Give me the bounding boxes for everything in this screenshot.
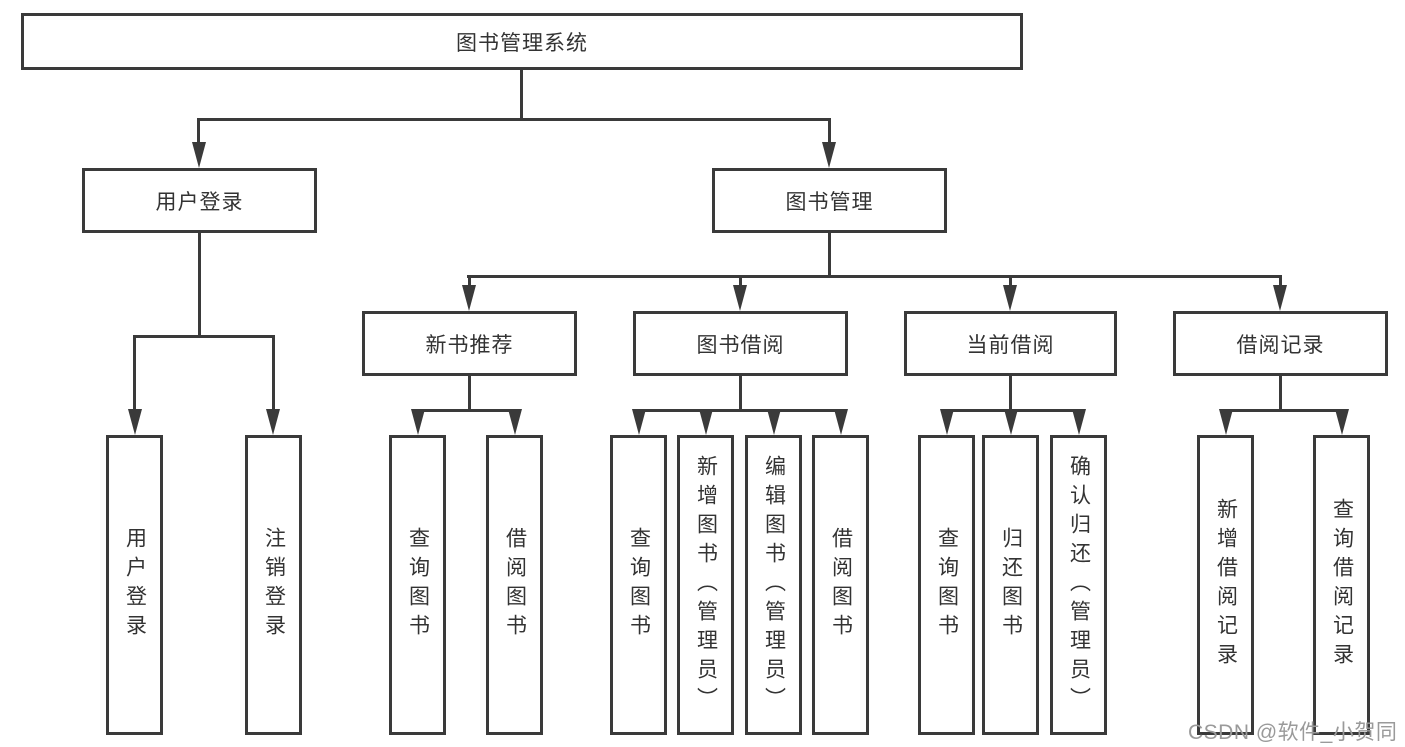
connector-book-management-stem <box>828 233 831 277</box>
leaf-cb-return-books-label: 归还图书 <box>999 527 1023 643</box>
leaf-user-login: 用户登录 <box>106 435 163 735</box>
node-book-borrowing: 图书借阅 <box>633 311 848 376</box>
leaf-cb-return-books: 归还图书 <box>982 435 1039 735</box>
leaf-cb-query-books-label: 查询图书 <box>935 527 959 643</box>
arrow-down-icon <box>411 409 425 435</box>
connector-user-login-bar <box>133 335 275 338</box>
node-book-management-label: 图书管理 <box>785 190 874 214</box>
leaf-cb-confirm-return-admin: 确认归还（管理员） <box>1050 435 1107 735</box>
leaf-nbr-borrow-books: 借阅图书 <box>486 435 543 735</box>
connector-br-stem <box>1279 376 1282 411</box>
connector-nbr-stem <box>468 376 471 411</box>
connector-br-bar <box>1223 409 1343 412</box>
node-current-borrowing-label: 当前借阅 <box>966 333 1055 357</box>
arrow-down-icon <box>1003 285 1017 311</box>
arrow-down-icon <box>822 142 836 168</box>
leaf-bb-query-books-label: 查询图书 <box>627 527 651 643</box>
arrow-down-icon <box>733 285 747 311</box>
node-new-book-recommend: 新书推荐 <box>362 311 577 376</box>
leaf-nbr-query-books-label: 查询图书 <box>406 527 430 643</box>
connector-book-management-bar <box>467 275 1282 278</box>
node-root-label: 图书管理系统 <box>456 31 588 55</box>
connector-drop <box>1279 275 1282 288</box>
arrow-down-icon <box>834 409 848 435</box>
connector-user-login-drop-right <box>272 335 275 411</box>
leaf-user-login-label: 用户登录 <box>123 527 147 643</box>
connector-nbr-bar <box>417 409 516 412</box>
leaf-bb-edit-books-admin: 编辑图书（管理员） <box>745 435 802 735</box>
arrow-down-icon <box>1219 409 1233 435</box>
leaf-br-add-record: 新增借阅记录 <box>1197 435 1254 735</box>
leaf-logout: 注销登录 <box>245 435 302 735</box>
leaf-nbr-borrow-books-label: 借阅图书 <box>503 527 527 643</box>
leaf-bb-add-books-admin-label: 新增图书（管理员） <box>694 454 718 716</box>
connector-bb-stem <box>739 376 742 411</box>
leaf-br-query-record-label: 查询借阅记录 <box>1330 498 1354 672</box>
node-root: 图书管理系统 <box>21 13 1023 70</box>
leaf-bb-borrow-books: 借阅图书 <box>812 435 869 735</box>
arrow-down-icon <box>1072 409 1086 435</box>
arrow-down-icon <box>128 409 142 435</box>
node-borrow-records: 借阅记录 <box>1173 311 1388 376</box>
connector-drop <box>468 275 471 288</box>
connector-user-login-drop-left <box>133 335 136 411</box>
leaf-br-query-record: 查询借阅记录 <box>1313 435 1370 735</box>
node-borrow-records-label: 借阅记录 <box>1236 333 1325 357</box>
leaf-cb-query-books: 查询图书 <box>918 435 975 735</box>
arrow-down-icon <box>1004 409 1018 435</box>
arrow-down-icon <box>192 142 206 168</box>
connector-drop <box>1009 275 1012 288</box>
csdn-watermark: CSDN @软件_小贺同学 <box>1188 721 1398 744</box>
leaf-bb-query-books: 查询图书 <box>610 435 667 735</box>
leaf-bb-add-books-admin: 新增图书（管理员） <box>677 435 734 735</box>
arrow-down-icon <box>940 409 954 435</box>
arrow-down-icon <box>266 409 280 435</box>
connector-cb-stem <box>1009 376 1012 411</box>
connector-root-drop-right <box>828 118 831 146</box>
leaf-nbr-query-books: 查询图书 <box>389 435 446 735</box>
connector-user-login-stem <box>198 233 201 337</box>
arrow-down-icon <box>508 409 522 435</box>
connector-drop <box>739 275 742 288</box>
connector-root-drop-left <box>197 118 200 146</box>
node-user-login-label: 用户登录 <box>155 190 244 214</box>
connector-root-bar <box>197 118 831 121</box>
connector-bb-bar <box>637 409 843 412</box>
leaf-bb-edit-books-admin-label: 编辑图书（管理员） <box>762 454 786 716</box>
arrow-down-icon <box>767 409 781 435</box>
leaf-br-add-record-label: 新增借阅记录 <box>1214 498 1238 672</box>
connector-root-stem <box>520 70 523 118</box>
node-book-borrowing-label: 图书借阅 <box>696 333 785 357</box>
node-new-book-recommend-label: 新书推荐 <box>425 333 514 357</box>
arrow-down-icon <box>699 409 713 435</box>
node-book-management: 图书管理 <box>712 168 947 233</box>
arrow-down-icon <box>1335 409 1349 435</box>
node-user-login: 用户登录 <box>82 168 317 233</box>
leaf-bb-borrow-books-label: 借阅图书 <box>829 527 853 643</box>
node-current-borrowing: 当前借阅 <box>904 311 1117 376</box>
arrow-down-icon <box>1273 285 1287 311</box>
arrow-down-icon <box>632 409 646 435</box>
leaf-logout-label: 注销登录 <box>262 527 286 643</box>
leaf-cb-confirm-return-admin-label: 确认归还（管理员） <box>1067 454 1091 716</box>
arrow-down-icon <box>462 285 476 311</box>
